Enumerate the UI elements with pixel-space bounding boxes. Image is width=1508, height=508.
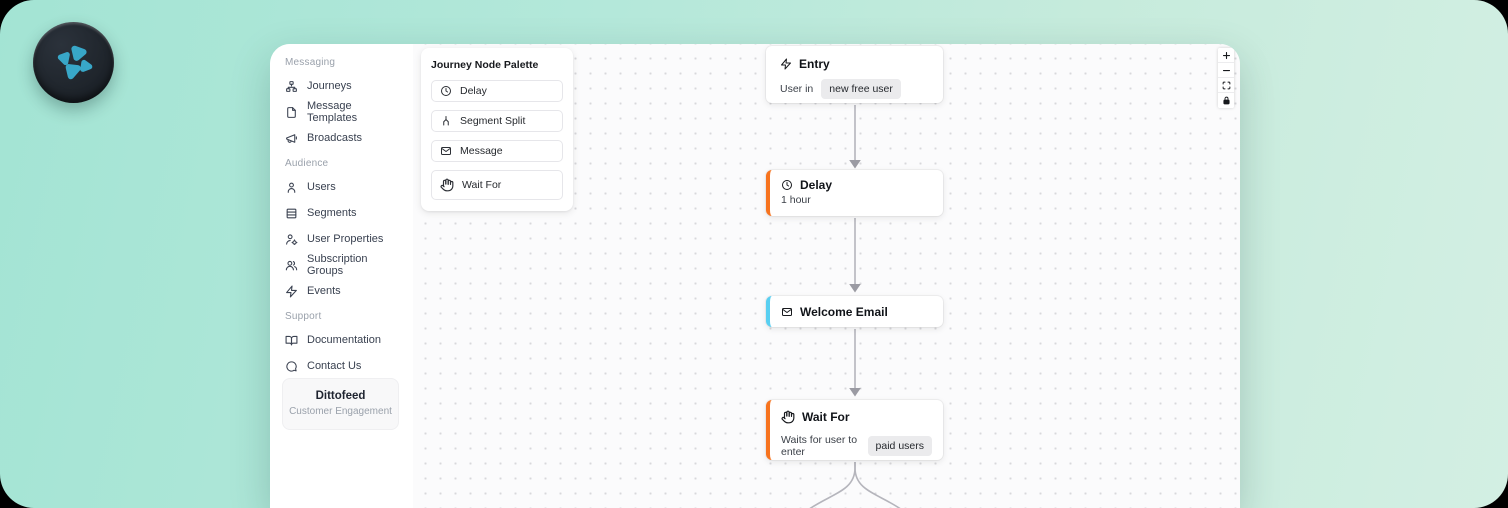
node-wait-body: Waits for user to enter paid users bbox=[781, 434, 932, 458]
events-icon bbox=[285, 285, 298, 298]
zoom-in-icon bbox=[1222, 51, 1230, 59]
palette-item-wait-for[interactable]: Wait For bbox=[431, 170, 563, 200]
zoom-out-icon bbox=[1222, 69, 1230, 71]
fit-view-button[interactable] bbox=[1218, 78, 1234, 93]
sidebar-item-broadcasts[interactable]: Broadcasts bbox=[270, 125, 413, 151]
node-entry[interactable]: Entry User in new free user bbox=[766, 46, 943, 103]
palette-item-label: Delay bbox=[460, 85, 487, 97]
node-delay-header: Delay bbox=[781, 178, 932, 192]
palette-item-label: Message bbox=[460, 145, 503, 157]
sidebar-item-label: Journeys bbox=[307, 80, 352, 92]
sidebar-item-users[interactable]: Users bbox=[270, 174, 413, 200]
documentation-icon bbox=[285, 334, 298, 347]
node-body-text: Waits for user to enter bbox=[781, 434, 858, 458]
sidebar-item-segments[interactable]: Segments bbox=[270, 200, 413, 226]
sidebar-item-contact-us[interactable]: Contact Us bbox=[270, 353, 413, 379]
flow-controls bbox=[1218, 48, 1234, 108]
node-title: Entry bbox=[799, 57, 830, 71]
sidebar-item-label: Users bbox=[307, 181, 336, 193]
sidebar-item-label: Segments bbox=[307, 207, 357, 219]
palette-item-label: Segment Split bbox=[460, 115, 526, 127]
node-delay-duration: 1 hour bbox=[781, 194, 811, 206]
zap-icon bbox=[781, 58, 791, 70]
zoom-in-button[interactable] bbox=[1218, 48, 1234, 63]
sidebar-item-label: Contact Us bbox=[307, 360, 362, 372]
sidebar-section-audience: Audience bbox=[285, 158, 329, 169]
sidebar-item-label: Events bbox=[307, 285, 341, 297]
node-entry-header: Entry bbox=[780, 57, 929, 71]
sidebar-item-label: Message Templates bbox=[307, 100, 358, 124]
sidebar-item-subscription-groups[interactable]: Subscription Groups bbox=[270, 252, 413, 278]
sidebar-item-user-properties[interactable]: User Properties bbox=[270, 226, 413, 252]
broadcasts-icon bbox=[285, 132, 298, 145]
node-welcome-email[interactable]: Welcome Email bbox=[766, 296, 943, 327]
node-title: Delay bbox=[800, 178, 833, 192]
sidebar-section-support: Support bbox=[285, 311, 322, 322]
sidebar-item-documentation[interactable]: Documentation bbox=[270, 327, 413, 353]
journey-canvas[interactable]: Journey Node Palette Delay Segment Split bbox=[413, 44, 1240, 508]
journeys-icon bbox=[285, 80, 298, 93]
clock-icon bbox=[440, 85, 452, 97]
lock-icon bbox=[1222, 96, 1230, 105]
node-entry-body: User in new free user bbox=[780, 79, 929, 99]
app-window: Messaging Journeys Message Templates Bro… bbox=[270, 44, 1240, 508]
workspace-name: Dittofeed bbox=[315, 390, 366, 402]
palette-item-segment-split[interactable]: Segment Split bbox=[431, 110, 563, 132]
hand-icon bbox=[440, 178, 454, 192]
journey-node-palette: Journey Node Palette Delay Segment Split bbox=[421, 48, 573, 211]
mail-icon bbox=[440, 145, 452, 157]
hand-icon bbox=[781, 410, 795, 424]
sidebar-item-message-templates[interactable]: Message Templates bbox=[270, 99, 413, 125]
segments-icon bbox=[285, 207, 298, 220]
mail-icon bbox=[782, 307, 792, 316]
node-wait-header: Wait For bbox=[781, 410, 932, 424]
sidebar: Messaging Journeys Message Templates Bro… bbox=[270, 44, 413, 508]
split-icon bbox=[440, 115, 452, 127]
sidebar-item-label: Documentation bbox=[307, 334, 381, 346]
node-body-text: User in bbox=[780, 83, 814, 95]
sidebar-item-label: Subscription Groups bbox=[307, 253, 368, 277]
dittofeed-logo-icon bbox=[57, 45, 92, 79]
message-templates-icon bbox=[285, 106, 298, 119]
node-message-header: Welcome Email bbox=[781, 305, 888, 319]
workspace-subtitle: Customer Engagement bbox=[289, 406, 392, 417]
clock-icon bbox=[782, 180, 792, 190]
subscription-groups-icon bbox=[285, 259, 298, 272]
user-properties-icon bbox=[285, 233, 298, 246]
lock-button[interactable] bbox=[1218, 93, 1234, 108]
zoom-out-button[interactable] bbox=[1218, 63, 1234, 78]
segment-chip: paid users bbox=[867, 436, 932, 456]
workspace-card: Dittofeed Customer Engagement bbox=[282, 378, 399, 430]
segment-chip: new free user bbox=[821, 79, 901, 99]
palette-title: Journey Node Palette bbox=[431, 59, 539, 71]
sidebar-item-label: User Properties bbox=[307, 233, 384, 245]
node-wait-for[interactable]: Wait For Waits for user to enter paid us… bbox=[766, 400, 943, 460]
node-delay[interactable]: Delay 1 hour bbox=[766, 170, 943, 216]
users-icon bbox=[285, 181, 298, 194]
palette-item-delay[interactable]: Delay bbox=[431, 80, 563, 102]
dittofeed-logo bbox=[33, 22, 114, 103]
sidebar-item-events[interactable]: Events bbox=[270, 278, 413, 304]
node-title: Wait For bbox=[802, 410, 850, 424]
sidebar-section-messaging: Messaging bbox=[285, 57, 336, 68]
fit-view-icon bbox=[1222, 81, 1230, 89]
palette-item-label: Wait For bbox=[462, 179, 502, 191]
sidebar-item-label: Broadcasts bbox=[307, 132, 363, 144]
palette-item-message[interactable]: Message bbox=[431, 140, 563, 162]
sidebar-item-journeys[interactable]: Journeys bbox=[270, 73, 413, 99]
contact-us-icon bbox=[285, 360, 298, 373]
node-title: Welcome Email bbox=[800, 304, 888, 319]
